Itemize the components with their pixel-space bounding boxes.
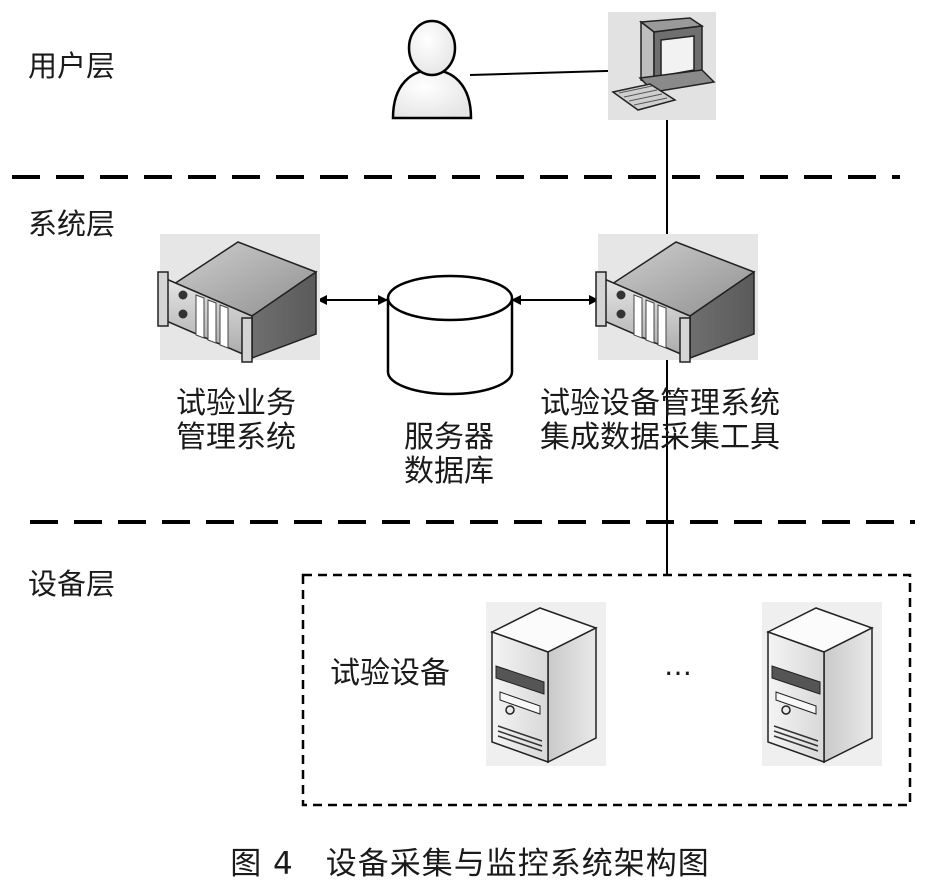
collector-label-line1: 试验设备管理系统 [540, 386, 780, 421]
database-label-line2: 数据库 [404, 454, 494, 489]
tower-server-icon-2 [762, 602, 882, 766]
layer-label-system: 系统层 [28, 207, 116, 241]
devices-ellipsis: … [664, 649, 692, 682]
business-system-label-line1: 试验业务 [176, 386, 296, 421]
layer-label-user: 用户层 [28, 49, 116, 83]
tower-server-icon-1 [486, 602, 606, 766]
database-icon [386, 274, 514, 396]
business-system-label-line2: 管理系统 [176, 420, 296, 455]
layer-label-device: 设备层 [28, 567, 116, 601]
database-label-line1: 服务器 [404, 420, 494, 455]
business-server-icon [157, 234, 320, 363]
devices-label: 试验设备 [330, 656, 450, 691]
device-group-box [301, 573, 912, 807]
collector-label-line2: 集成数据采集工具 [540, 420, 780, 455]
figure-caption: 图 4 设备采集与监控系统架构图 [230, 846, 710, 882]
computer-icon [608, 12, 716, 120]
collector-server-icon [595, 234, 758, 363]
user-icon [391, 19, 473, 120]
